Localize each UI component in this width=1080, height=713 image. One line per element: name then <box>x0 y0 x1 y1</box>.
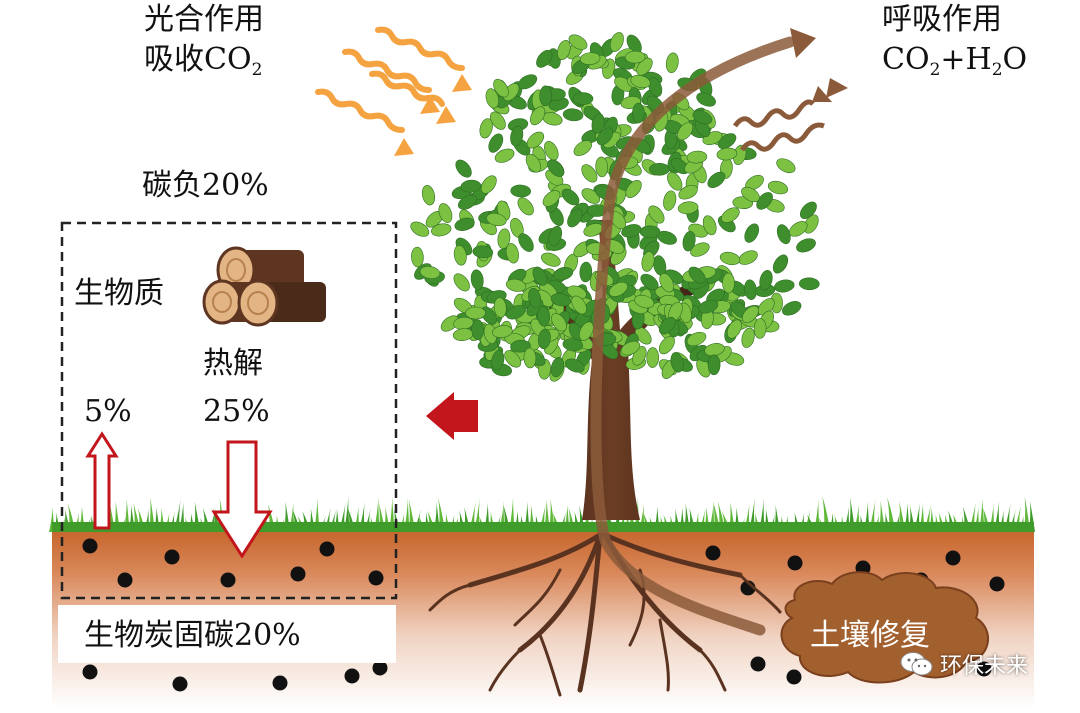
tree-foliage <box>410 32 820 382</box>
tree-roots <box>428 532 782 697</box>
biomass-label: 生物质 <box>74 276 164 311</box>
soil-remediation-label: 土壤修复 <box>810 618 930 653</box>
pyrolysis-label: 热解 <box>203 346 263 381</box>
red-arrow-icon <box>426 392 478 440</box>
biochar-sequestration-label: 生物炭固碳20% <box>84 618 301 653</box>
emission-up-arrow <box>85 431 119 530</box>
sun-ray-icon <box>315 26 465 133</box>
carbon-flow-arrowhead <box>790 28 816 58</box>
carbon-flow-arrow <box>590 36 796 636</box>
respiration-wave-icon <box>732 99 825 152</box>
soil-remediation-blob <box>780 571 989 684</box>
watermark-text: 环保未来 <box>940 654 1029 679</box>
grass-strip <box>49 496 1035 532</box>
wechat-icon <box>900 652 933 676</box>
carbon-negative-dashed-box <box>60 221 398 600</box>
tree-trunk <box>520 220 704 520</box>
watermark: 环保未来 <box>900 648 1028 680</box>
biochar-label-box <box>58 605 396 663</box>
soil-particles <box>82 538 1005 692</box>
log-pile-icon <box>202 246 326 327</box>
respiration-products-label: CO2+H2O <box>882 42 1028 80</box>
photosynthesis-label: 光合作用 <box>144 2 264 37</box>
biochar-percent-label: 25% <box>203 394 270 429</box>
emission-percent-label: 5% <box>84 394 132 429</box>
respiration-label: 呼吸作用 <box>882 2 1002 37</box>
absorb-co2-label: 吸收CO2 <box>144 42 263 80</box>
carbon-negative-label: 碳负20% <box>142 168 269 203</box>
biochar-down-arrow <box>211 440 273 559</box>
